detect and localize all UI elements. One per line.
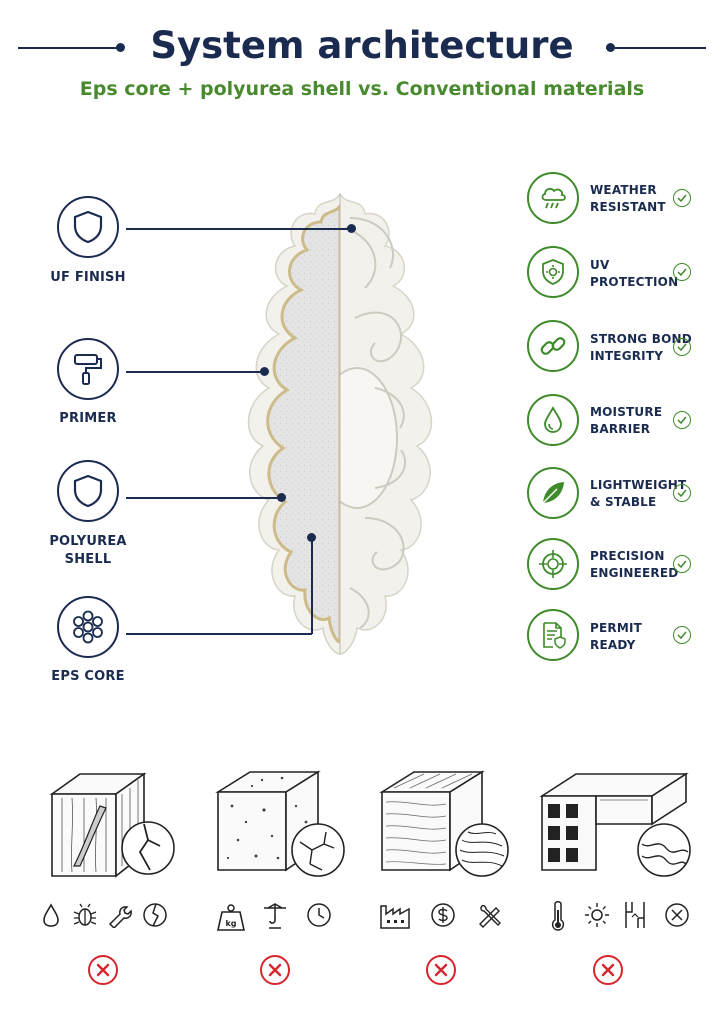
feature-label-moisture: MOISTURE BARRIER <box>590 404 678 438</box>
x-badge-plaster <box>426 955 456 985</box>
leader-dot-primer <box>260 367 269 376</box>
layer-label-polyurea-shell: POLYUREA SHELL <box>28 533 148 569</box>
pvc-profile-illustration <box>539 772 691 877</box>
x-badge-pvc <box>593 955 623 985</box>
feature-line1: UV <box>590 258 610 272</box>
leader-dot-uf-finish <box>347 224 356 233</box>
factory-icon <box>380 905 410 929</box>
feature-line2: INTEGRITY <box>590 349 664 363</box>
layer-icon-eps-core <box>57 596 119 658</box>
x-circle-icon <box>665 903 689 927</box>
check-icon <box>673 263 691 281</box>
feature-line1: STRONG BOND <box>590 332 692 346</box>
feature-label-bond: STRONG BOND INTEGRITY <box>590 331 700 365</box>
feature-icon-bond <box>527 320 579 372</box>
x-icon <box>96 963 110 977</box>
feature-icon-precision <box>527 538 579 590</box>
leader-dot-polyurea-shell <box>277 493 286 502</box>
layer-label-eps-core: EPS CORE <box>51 669 125 684</box>
thermometer-icon <box>551 901 565 931</box>
feature-line2: PROTECTION <box>590 275 679 289</box>
x-badge-concrete <box>260 955 290 985</box>
plaster-block-illustration <box>379 770 509 877</box>
feature-line2: RESISTANT <box>590 200 666 214</box>
check-icon <box>673 338 691 356</box>
leader-primer <box>126 371 264 373</box>
layer-label-uf-finish: UF FINISH <box>50 270 126 285</box>
feature-icon-permit <box>527 609 579 661</box>
feature-line2: ENGINEERED <box>590 566 679 580</box>
cloud-rain-icon <box>541 187 566 209</box>
leader-uf-finish <box>126 228 352 230</box>
page-subtitle: Eps core + polyurea shell vs. Convention… <box>79 78 645 100</box>
document-shield-icon <box>543 622 566 649</box>
bug-icon <box>73 903 97 926</box>
crane-icon <box>264 903 286 929</box>
crack-icon <box>143 903 167 927</box>
check-icon <box>673 626 691 644</box>
leader-eps-core-vertical <box>311 538 313 634</box>
title-row: System architecture <box>0 22 724 70</box>
leader-eps-core <box>126 633 312 635</box>
dollar-icon <box>431 903 455 927</box>
title-rule-left <box>18 47 118 49</box>
feature-icon-weather <box>527 172 579 224</box>
check-icon <box>673 555 691 573</box>
x-badge-wood <box>88 955 118 985</box>
drop-icon <box>43 903 59 927</box>
wrench-icon <box>108 906 132 928</box>
feature-line1: MOISTURE <box>590 405 663 419</box>
feature-line2: READY <box>590 638 636 652</box>
sun-shield-icon <box>542 259 564 285</box>
chain-link-icon <box>540 337 566 355</box>
gap-icon <box>625 902 645 928</box>
title-dot-left <box>116 43 125 52</box>
title-rule-right <box>606 47 706 49</box>
shield-icon <box>73 474 103 508</box>
leader-dot-eps-core <box>307 533 316 542</box>
paint-roller-icon <box>74 354 102 385</box>
weight-kg-label: kg <box>225 919 236 928</box>
page-title: System architecture <box>150 24 574 67</box>
feature-label-lightweight: LIGHTWEIGHT & STABLE <box>590 477 700 511</box>
weight-kg-icon: kg <box>217 904 245 931</box>
water-drop-icon <box>544 406 562 433</box>
feature-icon-lightweight <box>527 467 579 519</box>
layer-label-text: POLYUREA SHELL <box>49 534 127 567</box>
feature-line1: PERMIT <box>590 621 643 635</box>
feature-line2: & STABLE <box>590 495 657 509</box>
wood-block-illustration <box>49 772 175 878</box>
title-dot-right <box>606 43 615 52</box>
feature-icon-uv <box>527 246 579 298</box>
sun-icon <box>585 903 609 927</box>
tools-icon <box>479 904 501 928</box>
feature-line1: PRECISION <box>590 549 665 563</box>
crosshair-icon <box>539 550 567 578</box>
layer-icon-uf-finish <box>57 196 119 258</box>
check-icon <box>673 411 691 429</box>
leaf-icon <box>542 482 564 504</box>
check-icon <box>673 484 691 502</box>
x-icon <box>268 963 282 977</box>
x-icon <box>434 963 448 977</box>
layer-label-primer: PRIMER <box>59 411 117 426</box>
feature-label-permit: PERMIT READY <box>590 620 678 654</box>
feature-label-precision: PRECISION ENGINEERED <box>590 548 678 582</box>
clock-icon <box>307 903 331 927</box>
feature-line1: LIGHTWEIGHT <box>590 478 687 492</box>
feature-icon-moisture <box>527 394 579 446</box>
shield-icon <box>73 210 103 244</box>
feature-label-uv: UV PROTECTION <box>590 257 678 291</box>
feature-line2: BARRIER <box>590 422 651 436</box>
check-icon <box>673 189 691 207</box>
feature-line1: WEATHER <box>590 183 657 197</box>
feature-label-weather: WEATHER RESISTANT <box>590 182 678 216</box>
x-icon <box>601 963 615 977</box>
concrete-block-illustration <box>215 770 345 877</box>
layer-icon-primer <box>57 338 119 400</box>
leader-polyurea-shell <box>126 497 281 499</box>
eps-beads-icon <box>73 610 103 644</box>
ornament-illustration <box>247 192 433 655</box>
layer-icon-polyurea-shell <box>57 460 119 522</box>
